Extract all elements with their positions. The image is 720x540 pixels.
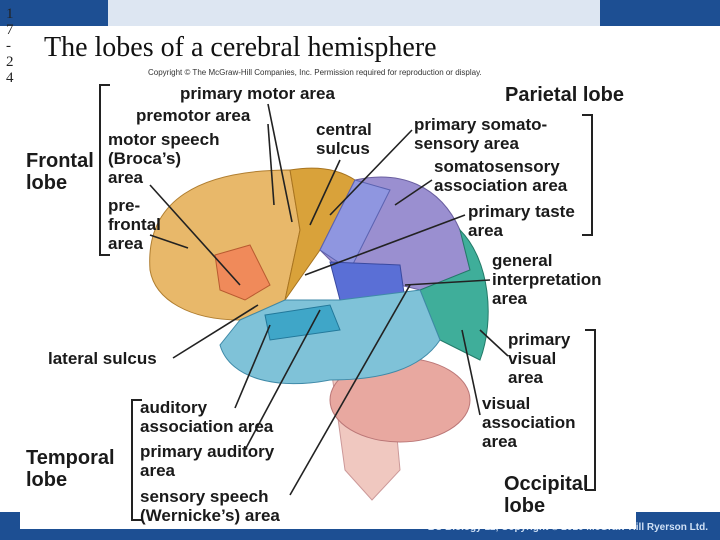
label-lateral-sulcus: lateral sulcus [48,349,157,368]
label-line: general [492,251,553,270]
label-line: central [316,120,372,139]
occipital-region [419,228,489,361]
label-primary-motor-area: primary motor area [180,84,335,103]
label-line: motor speech [108,130,220,149]
slide-number-digit: 7 [6,22,14,38]
label-sensory-speech: sensory speech (Wernicke’s) area [140,487,280,525]
leader-sensory-speech [289,284,411,496]
temporal-bracket [131,399,142,521]
label-line: area [482,432,517,451]
label-line: area [468,221,503,240]
label-line: primary auditory [140,442,275,461]
leader-lateral-sulcus [172,304,259,359]
label-primary-somatosensory: primary somato- sensory area [414,115,547,153]
label-line: somatosensory [434,157,560,176]
leader-central-sulcus [309,159,341,226]
label-general-interpretation: general interpretation area [492,251,602,308]
label-line: sulcus [316,139,370,158]
slide-panel [20,26,636,529]
leader-primary-taste [304,214,466,276]
label-parietal-lobe: Parietal lobe [505,84,624,106]
label-primary-visual-area: primary visual area [508,330,570,387]
label-line: Frontal [26,150,94,172]
page-title: The lobes of a cerebral hemisphere [44,32,437,63]
occipital-bracket [585,329,596,491]
broca-region [214,244,271,301]
leader-visual-assoc [461,329,481,416]
label-line: frontal [108,215,161,234]
label-line: area [508,368,543,387]
label-line: association [482,413,576,432]
auditory-region [264,304,341,341]
label-occipital-lobe: Occipital lobe [504,473,588,517]
label-line: primary taste [468,202,575,221]
label-primary-auditory-area: primary auditory area [140,442,274,480]
motor-region [284,167,356,301]
label-line: visual [508,349,557,368]
parietal-bracket [582,114,593,236]
slide-number-digit: 1 [6,6,14,22]
label-somatosensory-association: somatosensory association area [434,157,567,195]
leader-somatosensory-assoc [394,179,433,206]
label-line: primary [508,330,571,349]
frontal-region [149,169,301,321]
label-auditory-association: auditory association area [140,398,273,436]
label-line: Occipital [504,473,589,495]
leader-prefrontal [149,234,189,249]
slide-number-digit: 4 [6,70,14,86]
label-frontal-lobe: Frontal lobe [26,150,94,194]
label-line: interpretation [492,270,602,289]
leader-primary-visual [479,329,509,357]
label-line: area [140,461,175,480]
label-motor-speech: motor speech (Broca’s) area [108,130,219,187]
label-temporal-lobe: Temporal lobe [26,447,115,491]
label-line: primary somato- [414,115,548,134]
leader-general-interp [404,279,491,286]
leader-primary-auditory [244,309,321,451]
leader-primary-motor [267,103,293,223]
label-line: visual [482,394,531,413]
label-line: lobe [26,469,68,491]
top-bar [0,0,720,26]
label-premotor-area: premotor area [136,106,251,125]
label-central-sulcus: central sulcus [316,120,372,158]
leader-motor-speech [149,184,241,286]
label-line: lobe [504,495,546,517]
label-line: association area [434,176,568,195]
label-line: lobe [26,172,68,194]
label-line: auditory [140,398,208,417]
leader-premotor [267,123,275,206]
slide-number-digit: - [6,38,11,54]
label-line: area [108,168,143,187]
top-bar-segment [108,0,600,26]
label-line: (Broca’s) [108,149,182,168]
label-line: sensory speech [140,487,269,506]
label-line: sensory area [414,134,519,153]
slide-number: 1 7 - 2 4 [6,6,18,86]
label-line: association area [140,417,274,436]
leader-primary-somatosensory [329,129,413,216]
label-visual-association: visual association area [482,394,576,451]
label-primary-taste-area: primary taste area [468,202,575,240]
label-line: area [492,289,527,308]
label-line: Temporal [26,447,115,469]
leader-auditory-assoc [234,324,271,409]
slide-number-digit: 2 [6,54,14,70]
label-line: pre- [108,196,141,215]
copyright-notice: Copyright © The McGraw-Hill Companies, I… [148,68,482,77]
frontal-bracket [99,84,110,256]
label-line: (Wernicke’s) area [140,506,280,525]
label-prefrontal-area: pre- frontal area [108,196,161,253]
label-line: area [108,234,143,253]
